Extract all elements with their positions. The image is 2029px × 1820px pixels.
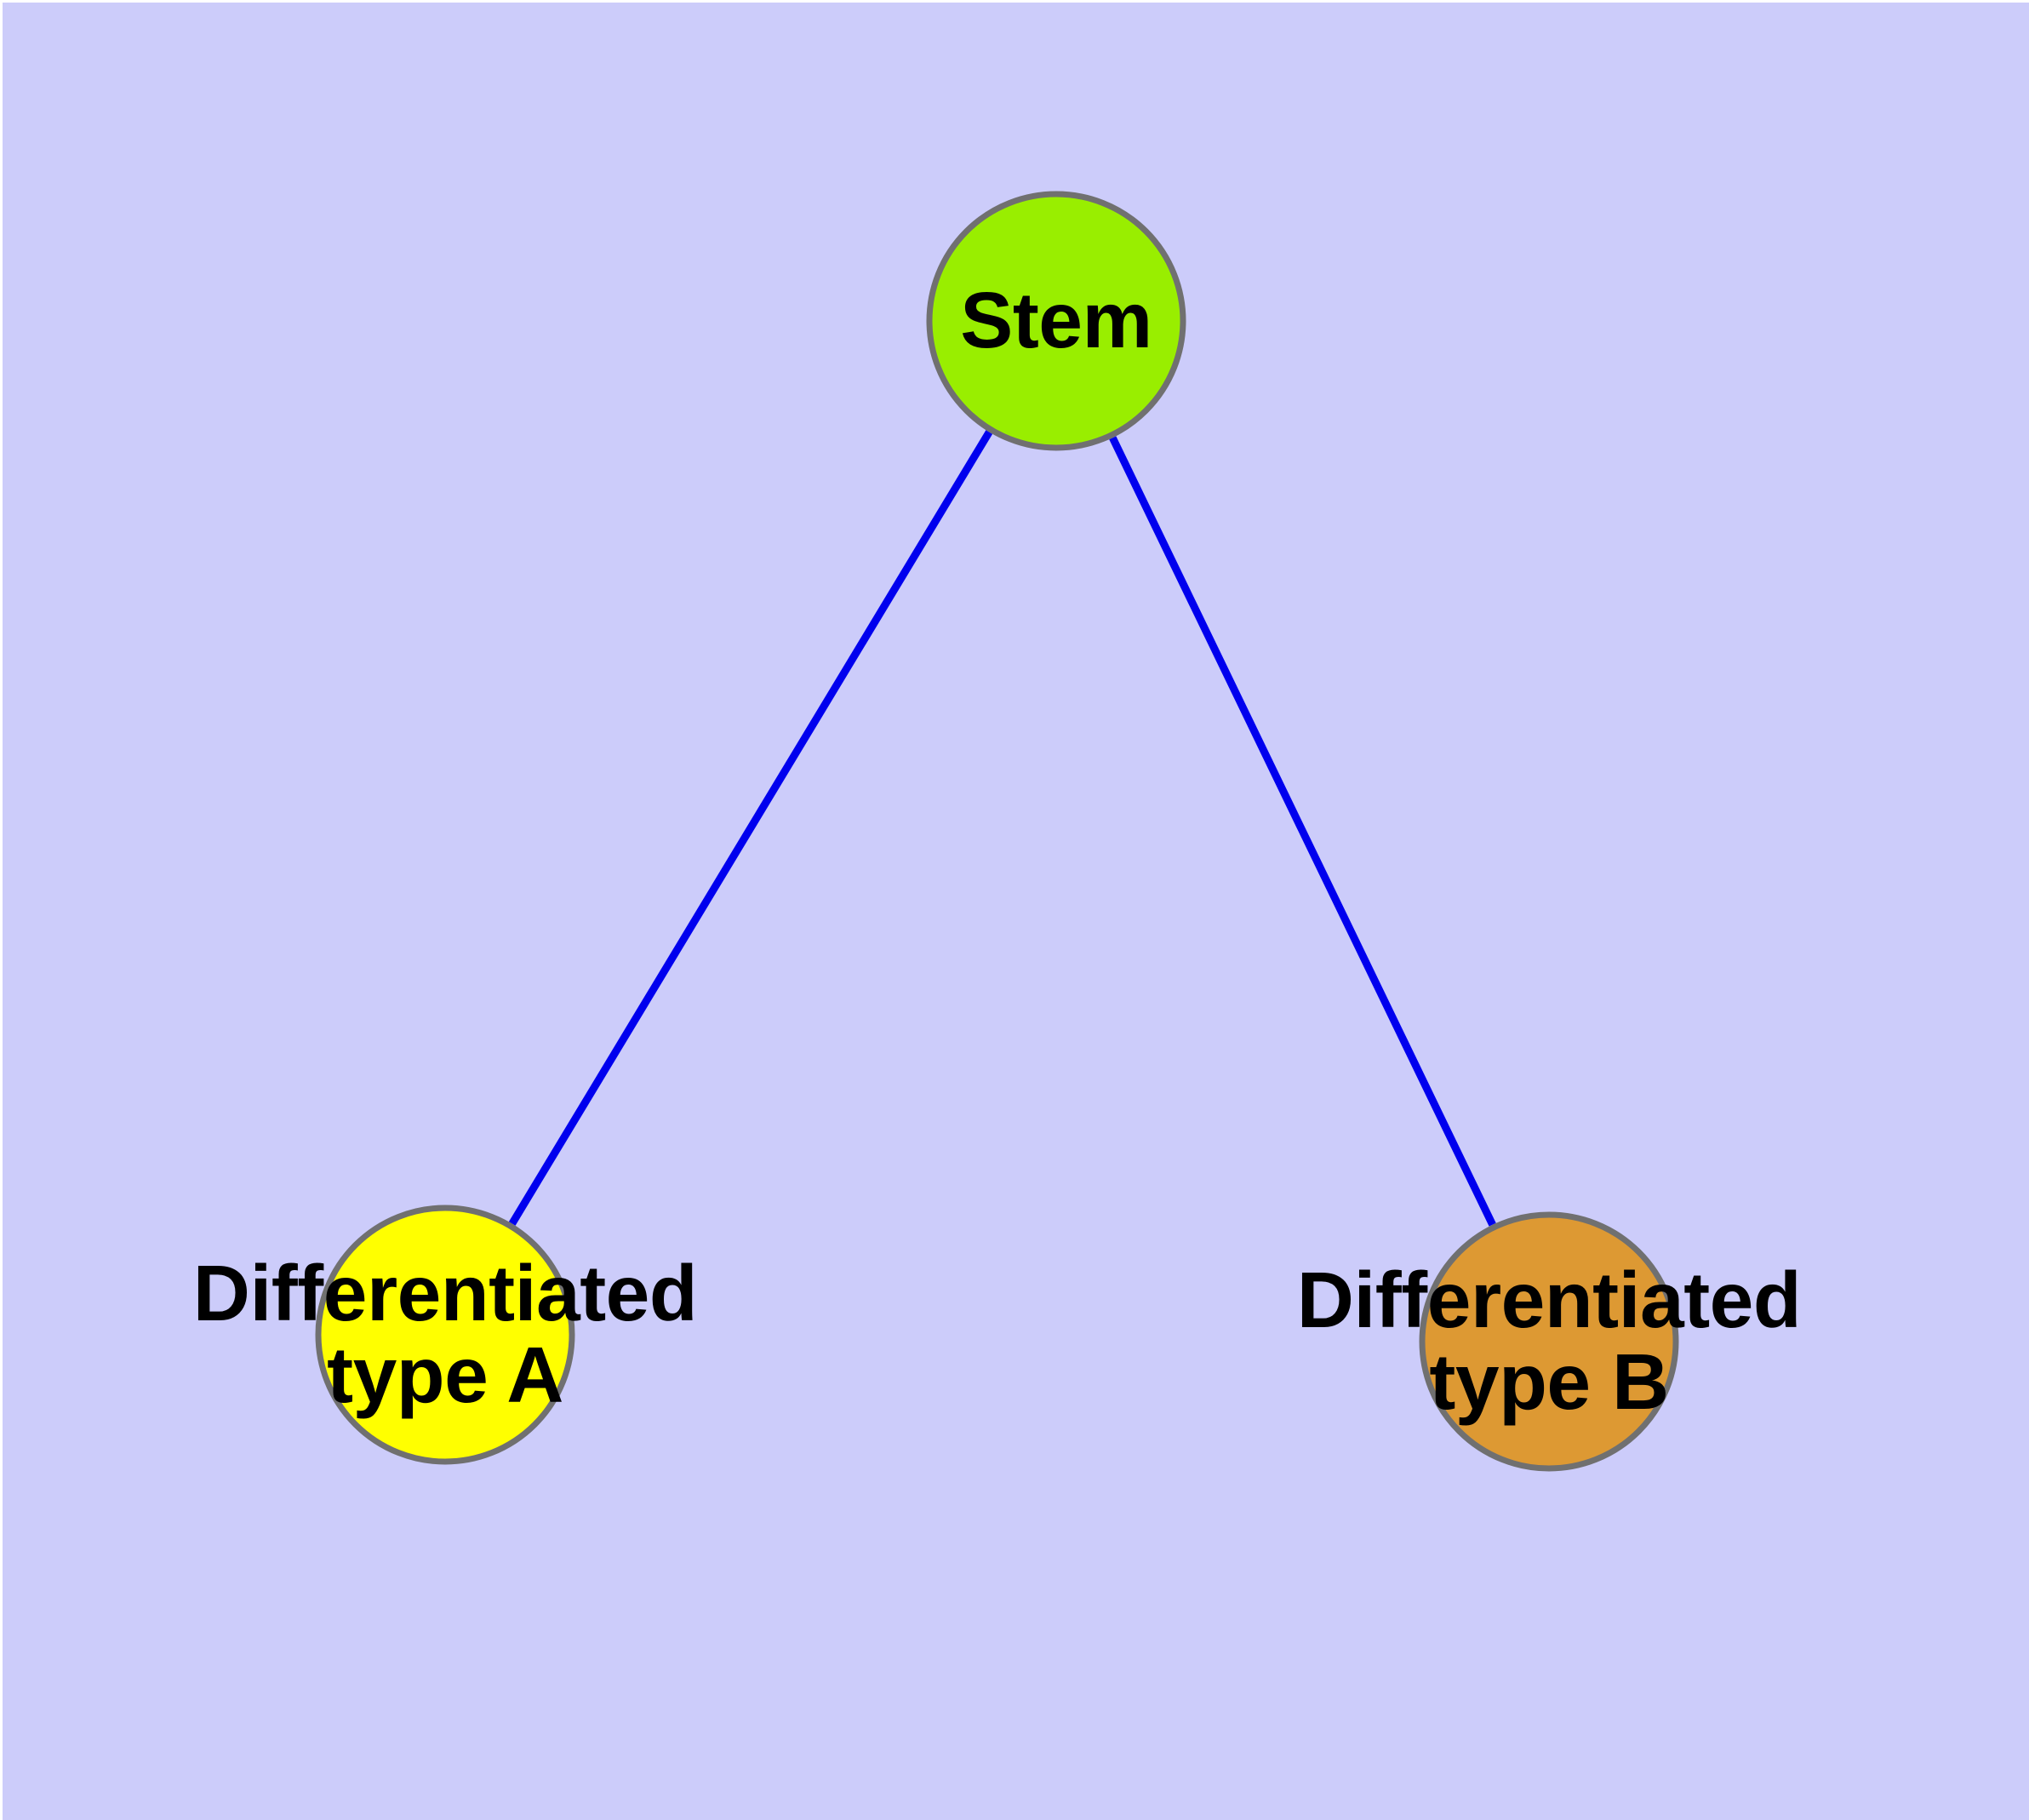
node-diff-a[interactable] (315, 1205, 575, 1465)
node-stem[interactable] (926, 191, 1186, 451)
edge-stem-diff-a[interactable] (508, 430, 993, 1226)
node-diff-b[interactable] (1419, 1211, 1679, 1472)
graph-svg (315, 191, 1679, 1472)
edge-layer (508, 430, 1496, 1227)
edge-stem-diff-b[interactable] (1109, 436, 1496, 1227)
node-layer (315, 191, 1679, 1472)
